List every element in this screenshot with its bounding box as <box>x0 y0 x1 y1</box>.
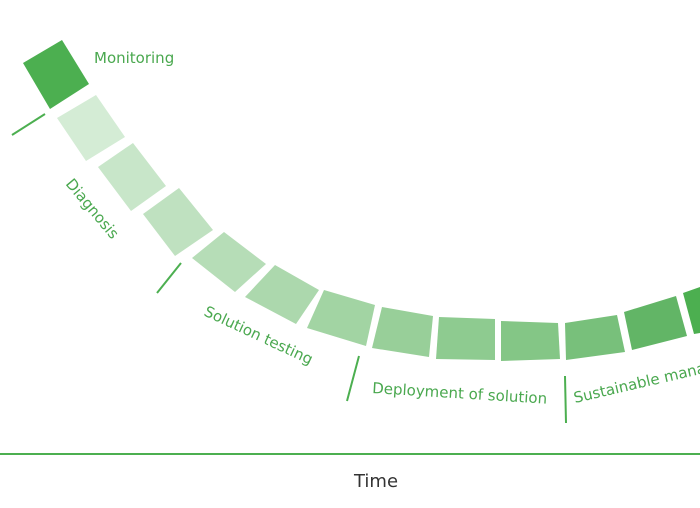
boundary-testing-deployment <box>346 355 360 402</box>
segment-7 <box>307 290 375 346</box>
segment-6 <box>245 265 319 324</box>
stage-boundaries <box>11 113 567 424</box>
segment-3 <box>98 143 166 211</box>
segment-12 <box>624 296 687 350</box>
segment-13 <box>683 287 700 334</box>
segment-10 <box>501 321 560 361</box>
segment-11 <box>565 315 625 360</box>
segment-monitoring <box>23 40 89 109</box>
segment-9 <box>436 317 495 360</box>
segment-4 <box>143 188 213 256</box>
stage-label-monitoring: Monitoring <box>94 49 174 67</box>
segment-2 <box>57 95 125 161</box>
segment-5 <box>192 232 266 292</box>
boundary-diagnosis-testing <box>156 262 182 294</box>
segment-8 <box>372 307 433 357</box>
boundary-monitoring-diagnosis <box>11 113 46 136</box>
segment-arc <box>23 40 700 361</box>
stage-label-deployment: Deployment of solution <box>372 379 548 408</box>
boundary-deployment-management <box>564 375 567 424</box>
time-axis-label: Time <box>353 471 398 492</box>
